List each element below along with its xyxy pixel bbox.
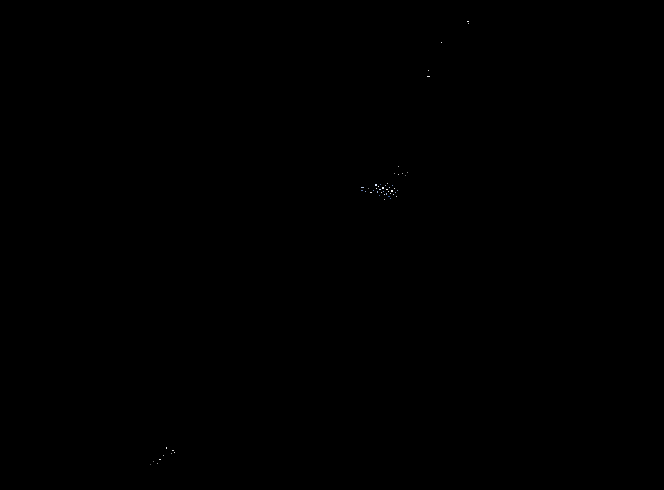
point-source: [402, 173, 403, 174]
point-source: [386, 193, 387, 195]
point-source: [157, 463, 158, 464]
upper-dot-group: [394, 166, 408, 176]
point-source: [365, 191, 366, 192]
point-source: [390, 193, 391, 194]
upper-right-marks: [427, 21, 469, 77]
point-source: [397, 190, 398, 191]
point-source: [405, 175, 406, 176]
point-source: [393, 194, 394, 195]
point-source: [382, 187, 384, 189]
point-source: [391, 190, 393, 192]
point-source: [384, 194, 385, 195]
point-source: [392, 185, 393, 186]
point-source: [389, 187, 390, 188]
point-source: [379, 195, 380, 196]
point-source: [398, 174, 399, 175]
point-source: [383, 191, 384, 192]
point-source: [153, 461, 154, 462]
point-source: [174, 452, 175, 453]
point-source: [395, 192, 396, 193]
point-source: [163, 455, 164, 456]
point-source: [468, 23, 469, 24]
lower-left-cluster: [150, 447, 175, 465]
point-source: [377, 191, 378, 193]
point-source: [385, 185, 386, 186]
point-source: [375, 184, 377, 186]
point-source: [390, 198, 391, 199]
point-source: [361, 187, 364, 188]
point-source: [368, 188, 369, 189]
point-source: [441, 42, 442, 43]
point-source: [380, 184, 381, 185]
main-cluster: [361, 183, 398, 200]
point-source: [376, 188, 377, 189]
point-source: [388, 196, 390, 197]
point-source: [379, 189, 381, 190]
point-source: [159, 459, 161, 460]
point-source: [373, 190, 374, 191]
point-source: [378, 186, 379, 187]
point-source: [407, 172, 408, 173]
point-source: [361, 190, 363, 191]
point-source: [384, 199, 385, 200]
point-source: [386, 189, 388, 190]
point-source: [394, 188, 395, 189]
point-source: [370, 192, 372, 193]
point-source: [171, 453, 172, 454]
point-source: [381, 192, 382, 193]
point-source: [150, 464, 151, 465]
point-source: [427, 76, 430, 77]
point-source: [428, 70, 429, 71]
point-source: [388, 191, 389, 192]
point-source: [387, 183, 388, 184]
point-source: [396, 196, 397, 197]
point-source: [398, 166, 399, 167]
point-source: [172, 450, 174, 451]
point-source: [166, 447, 167, 449]
point-source: [394, 173, 395, 174]
point-source: [467, 21, 469, 22]
